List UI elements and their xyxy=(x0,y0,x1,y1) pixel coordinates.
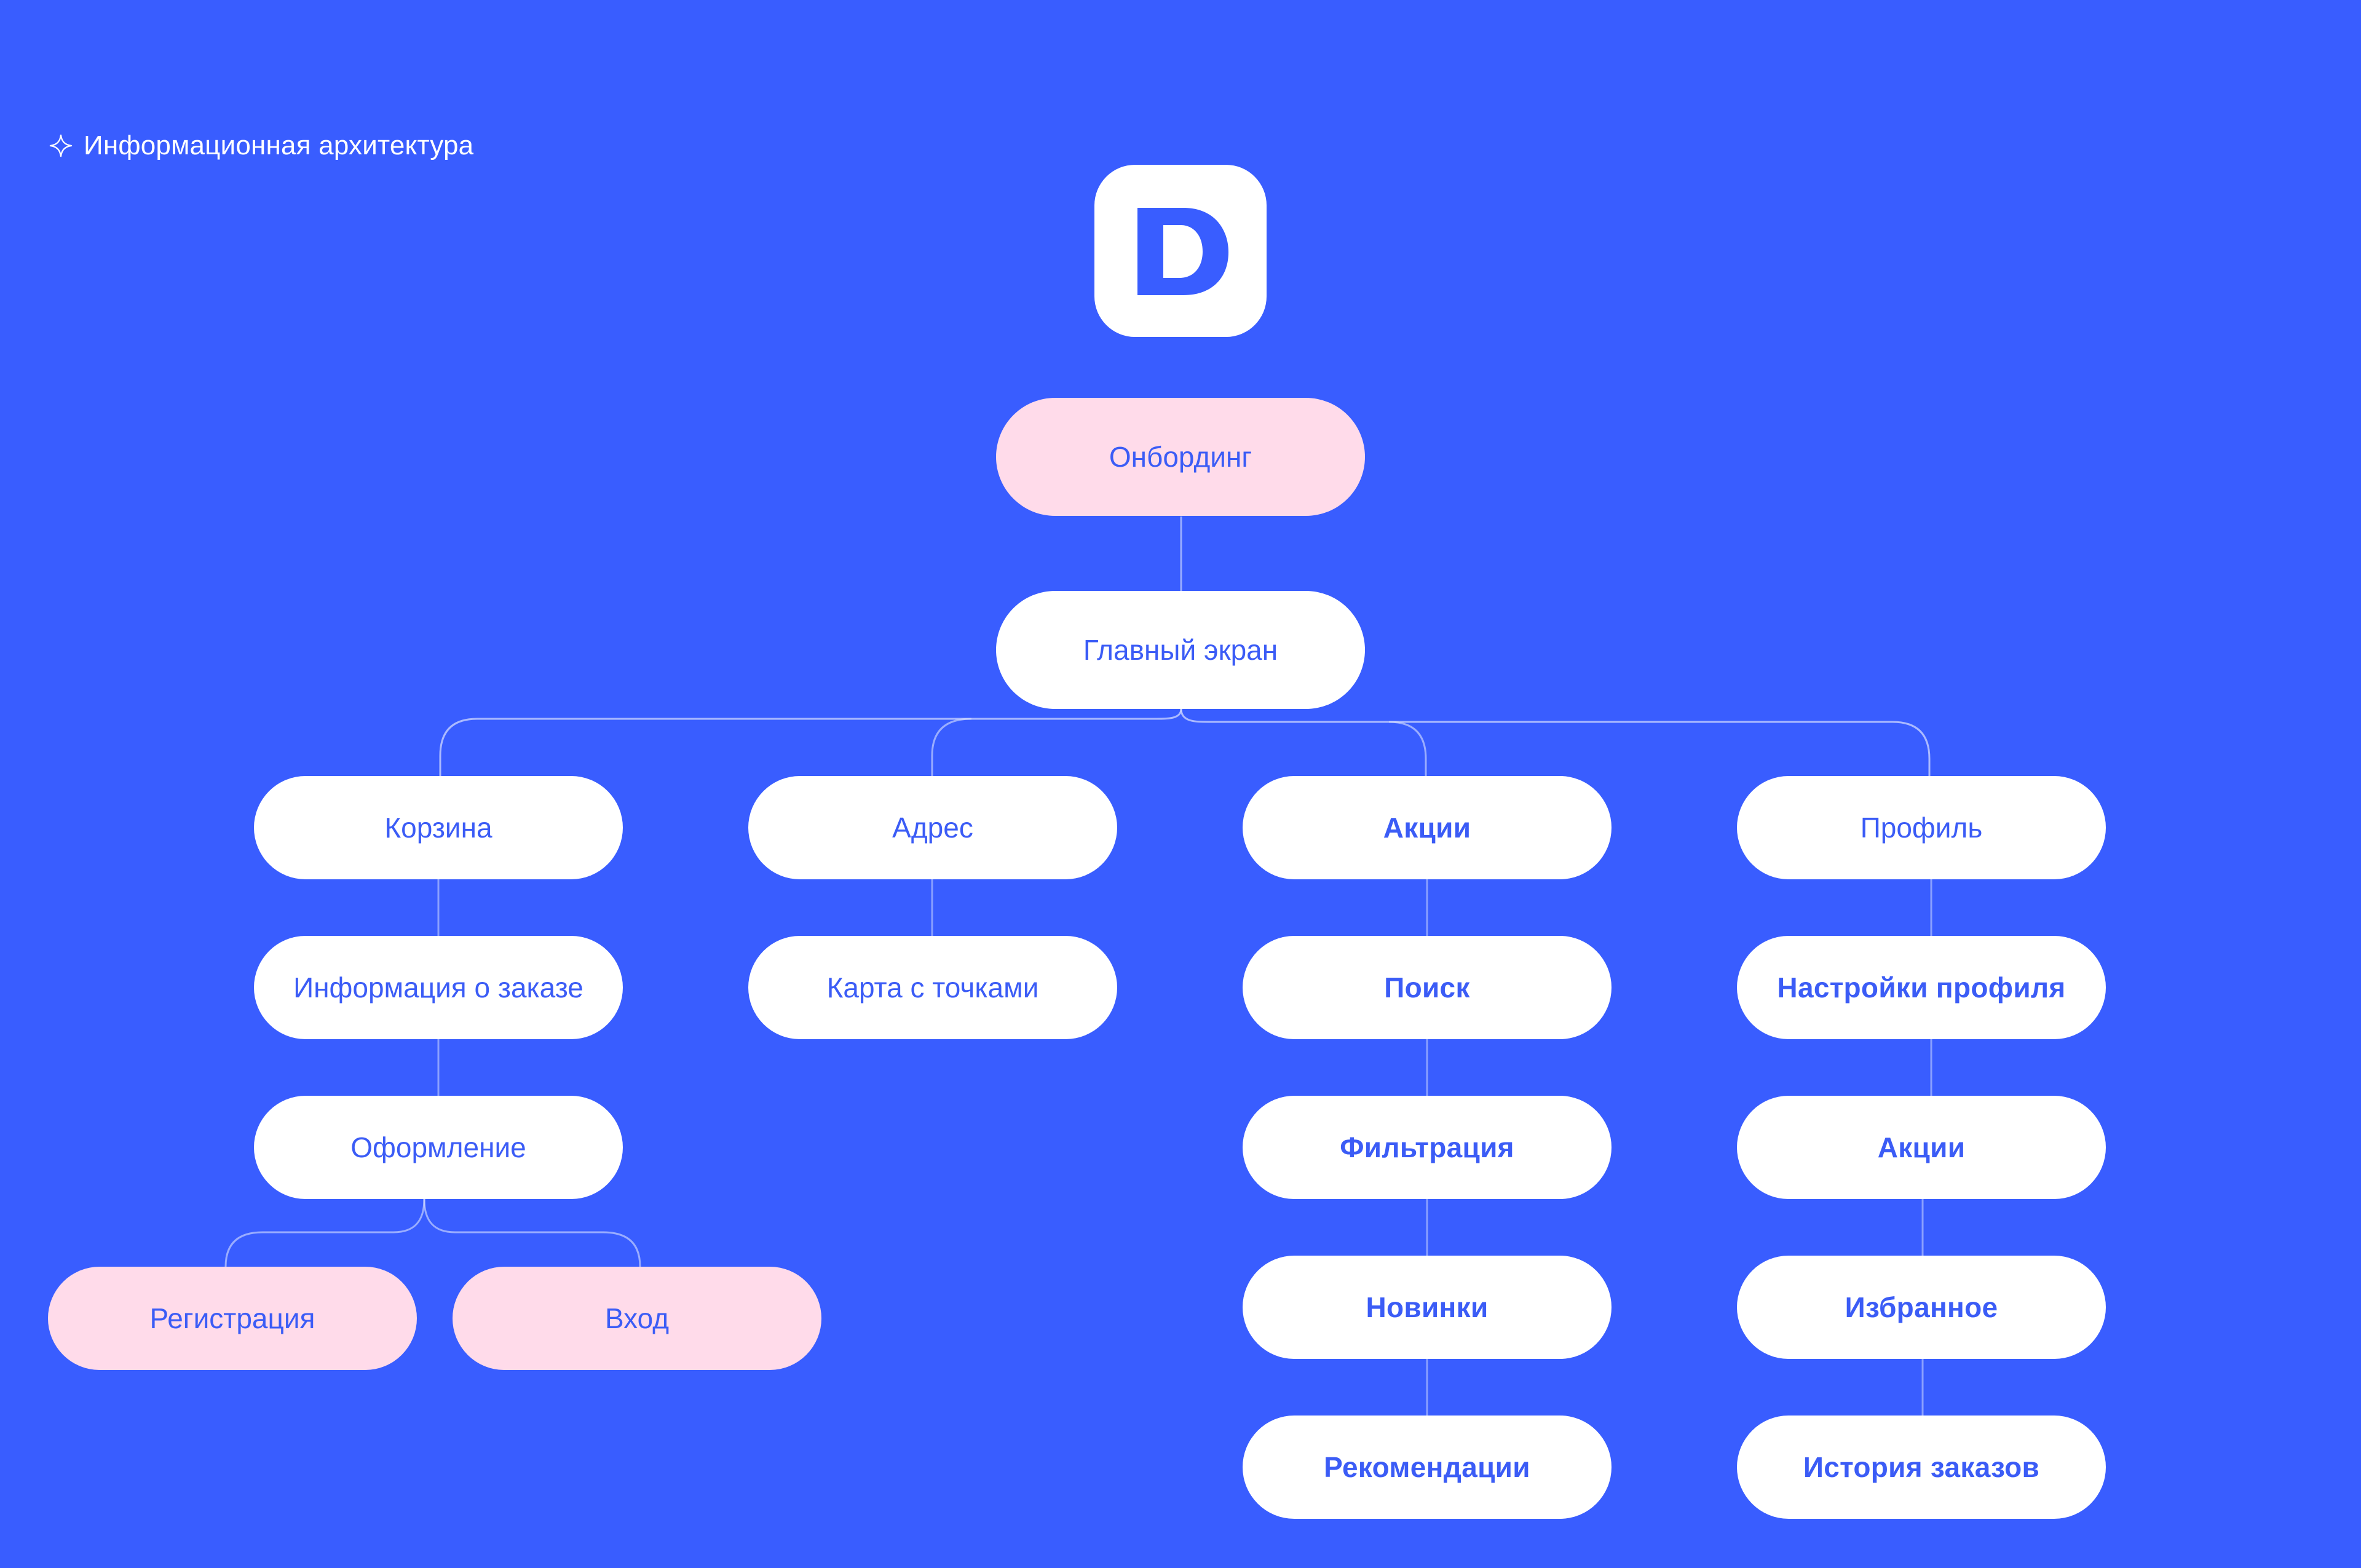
node-order-history[interactable]: История заказов xyxy=(1737,1416,2106,1519)
node-label: Корзина xyxy=(384,812,492,844)
sparkle-icon xyxy=(49,134,73,157)
app-logo xyxy=(1094,165,1267,337)
node-favorites[interactable]: Избранное xyxy=(1737,1256,2106,1359)
node-label: Акции xyxy=(1383,812,1471,844)
connector-checkout-login xyxy=(423,1198,641,1267)
node-label: Фильтрация xyxy=(1340,1131,1514,1163)
node-label: Онбординг xyxy=(1109,441,1252,473)
node-label: История заказов xyxy=(1803,1451,2040,1483)
node-label: Регистрация xyxy=(149,1302,315,1334)
connector-main-cart xyxy=(439,708,1182,776)
node-label: Настройки профиля xyxy=(1777,972,2066,1004)
node-label: Информация о заказе xyxy=(293,972,583,1004)
app-logo-d-icon xyxy=(1137,208,1228,295)
node-label: Избранное xyxy=(1845,1291,1998,1323)
node-checkout[interactable]: Оформление xyxy=(254,1096,623,1199)
node-promotions[interactable]: Акции xyxy=(1243,776,1612,879)
connector-main-profile-branch xyxy=(1388,721,1427,776)
node-filtering[interactable]: Фильтрация xyxy=(1243,1096,1612,1199)
node-label: Акции xyxy=(1877,1131,1966,1163)
node-map-with-points[interactable]: Карта с точками xyxy=(748,936,1117,1039)
node-main-screen[interactable]: Главный экран xyxy=(996,591,1365,709)
page-title: Информационная архитектура xyxy=(49,130,473,161)
node-label: Оформление xyxy=(350,1131,526,1163)
node-label: Адрес xyxy=(892,812,973,844)
node-address[interactable]: Адрес xyxy=(748,776,1117,879)
node-onboarding[interactable]: Онбординг xyxy=(996,398,1365,516)
node-label: Новинки xyxy=(1366,1291,1489,1323)
node-registration[interactable]: Регистрация xyxy=(48,1267,417,1370)
node-label: Рекомендации xyxy=(1324,1451,1530,1483)
page-title-text: Информационная архитектура xyxy=(84,130,474,160)
node-label: Поиск xyxy=(1384,972,1470,1004)
node-label: Карта с точками xyxy=(826,972,1039,1004)
node-new-arrivals[interactable]: Новинки xyxy=(1243,1256,1612,1359)
node-search[interactable]: Поиск xyxy=(1243,936,1612,1039)
node-cart[interactable]: Корзина xyxy=(254,776,623,879)
connector-checkout-registration xyxy=(224,1198,425,1267)
node-label: Профиль xyxy=(1860,812,1983,844)
node-recommendations[interactable]: Рекомендации xyxy=(1243,1416,1612,1519)
connector-main-promo xyxy=(1180,708,1931,776)
node-label: Вход xyxy=(604,1302,670,1334)
node-profile[interactable]: Профиль xyxy=(1737,776,2106,879)
connector-main-address xyxy=(931,718,972,776)
node-order-info[interactable]: Информация о заказе xyxy=(254,936,623,1039)
node-login[interactable]: Вход xyxy=(453,1267,821,1370)
node-profile-settings[interactable]: Настройки профиля xyxy=(1737,936,2106,1039)
node-profile-promotions[interactable]: Акции xyxy=(1737,1096,2106,1199)
node-label: Главный экран xyxy=(1083,634,1278,666)
